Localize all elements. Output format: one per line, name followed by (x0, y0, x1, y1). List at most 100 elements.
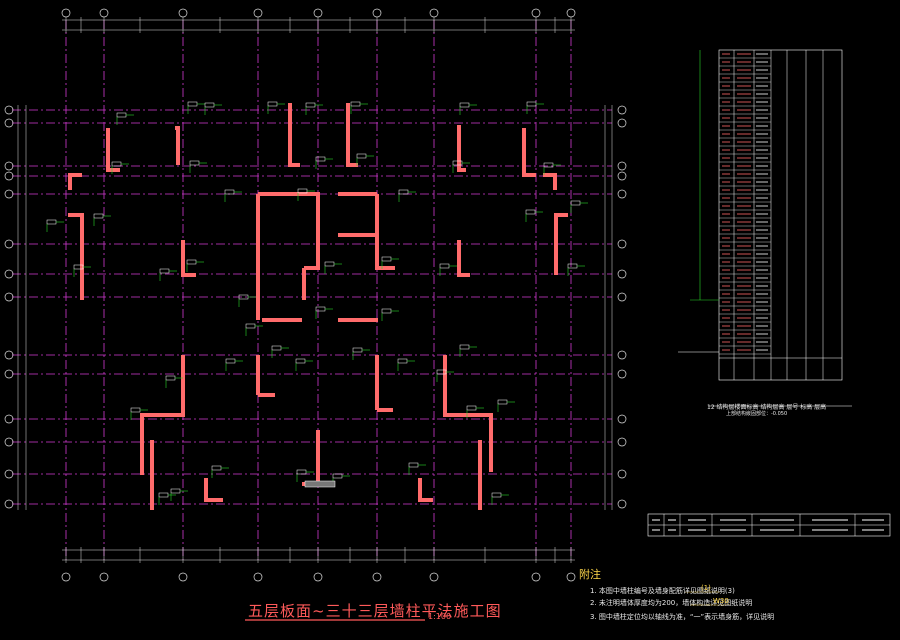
column-tag-box (356, 153, 367, 159)
axis-bubble (617, 239, 627, 249)
dimension-lines (17, 17, 613, 563)
wall-segment (204, 478, 223, 502)
axis-bubble (313, 572, 323, 582)
column-tag-box (271, 345, 282, 351)
column-tag-box (466, 405, 477, 411)
column-tag-box (204, 102, 215, 108)
wall-segment (181, 240, 196, 277)
wall-segment (106, 128, 120, 172)
schedule-title: 12 结构层楼面标高 结构层高 层号 标高 层高 (707, 404, 827, 411)
column-tag-box (497, 399, 508, 405)
axis-bubble (372, 8, 382, 18)
axis-bubble (531, 8, 541, 18)
axis-bubble (617, 292, 627, 302)
column-tag-box (305, 102, 316, 108)
wall-segment (288, 103, 300, 167)
column-tag-box (491, 492, 502, 498)
column-tag-box (439, 263, 450, 269)
wall-segment (140, 355, 185, 475)
column-tag-box (526, 101, 537, 107)
notes-heading: 附注 (579, 568, 601, 581)
schedule-subtitle: 上部结构嵌固部位：-0.050 (726, 411, 788, 417)
column-tag-box (381, 308, 392, 314)
axis-bubble (429, 572, 439, 582)
axis-bubble (4, 171, 14, 181)
column-tag-box (352, 347, 363, 353)
wall-segment (68, 213, 84, 300)
axis-bubble (178, 8, 188, 18)
axis-bubble (178, 572, 188, 582)
wall-segment (418, 478, 433, 502)
axis-bubble (253, 8, 263, 18)
column-tag-box (315, 156, 326, 162)
axis-bubble (531, 572, 541, 582)
note-symbol-1: (1) (701, 584, 711, 592)
column-tag-box (408, 462, 419, 468)
column-tag-box (111, 161, 122, 167)
axis-bubble (61, 8, 71, 18)
axis-bubble (99, 8, 109, 18)
axis-bubble (4, 189, 14, 199)
column-tag-box (165, 375, 176, 381)
column-tag-box (525, 209, 536, 215)
axis-bubble (4, 469, 14, 479)
drawing-title: 五层板面~三十三层墙柱平法施工图 (248, 602, 502, 620)
column-tag-box (459, 344, 470, 350)
axis-bubble (617, 369, 627, 379)
column-tag-box (211, 465, 222, 471)
axis-bubble (617, 499, 627, 509)
axis-bubble (617, 105, 627, 115)
axis-bubble (4, 369, 14, 379)
column-tag-box (295, 358, 306, 364)
drawing-scale: 1:100 (428, 612, 452, 621)
axis-bubble (617, 437, 627, 447)
wall-segment (258, 192, 320, 270)
column-tag-box (189, 160, 200, 166)
axis-bubble (566, 572, 576, 582)
wall-segment (375, 194, 395, 270)
axis-bubble (429, 8, 439, 18)
axis-bubble (4, 414, 14, 424)
column-tag-box (170, 488, 181, 494)
axis-grid (4, 8, 627, 582)
column-tag-box (381, 256, 392, 262)
column-tag-box (567, 263, 578, 269)
column-tag-box (267, 101, 278, 107)
axis-bubble (617, 269, 627, 279)
wall-segment (554, 213, 568, 275)
axis-bubble (4, 161, 14, 171)
column-tag-box (116, 112, 127, 118)
column-tag-box (224, 189, 235, 195)
axis-bubble (4, 105, 14, 115)
column-tag-box (332, 473, 343, 479)
column-tags (46, 101, 588, 505)
column-tag-box (46, 219, 57, 225)
axis-bubble (617, 469, 627, 479)
note-line-1: 1. 本图中墙柱编号及墙身配筋详见图纸说明(3) (590, 587, 735, 595)
column-tag-box (159, 268, 170, 274)
axis-bubble (4, 269, 14, 279)
axis-bubble (617, 414, 627, 424)
axis-bubble (4, 350, 14, 360)
wall-segment (457, 125, 466, 172)
column-tag-box (187, 101, 198, 107)
note-line-2: 2. 未注明墙体厚度均为200，墙体构造详见图纸说明 (590, 599, 753, 607)
axis-bubble (4, 499, 14, 509)
note-line-3: 3. 图中墙柱定位均以轴线为准，“一”表示墙身筋，详见说明 (590, 613, 775, 621)
column-tag-box (315, 306, 326, 312)
axis-bubble (617, 350, 627, 360)
axis-bubble (4, 437, 14, 447)
axis-bubble (617, 171, 627, 181)
column-tag-box (324, 261, 335, 267)
wall-segment (522, 128, 536, 177)
column-base-block (304, 480, 336, 488)
wall-segment (175, 126, 180, 165)
column-tag-box (570, 200, 581, 206)
note-symbol-2: W30 (713, 597, 729, 605)
schedule-frame (718, 49, 843, 381)
column-tag-box (397, 358, 408, 364)
column-tag-box (130, 407, 141, 413)
axis-bubble (617, 118, 627, 128)
column-tag-box (186, 259, 197, 265)
